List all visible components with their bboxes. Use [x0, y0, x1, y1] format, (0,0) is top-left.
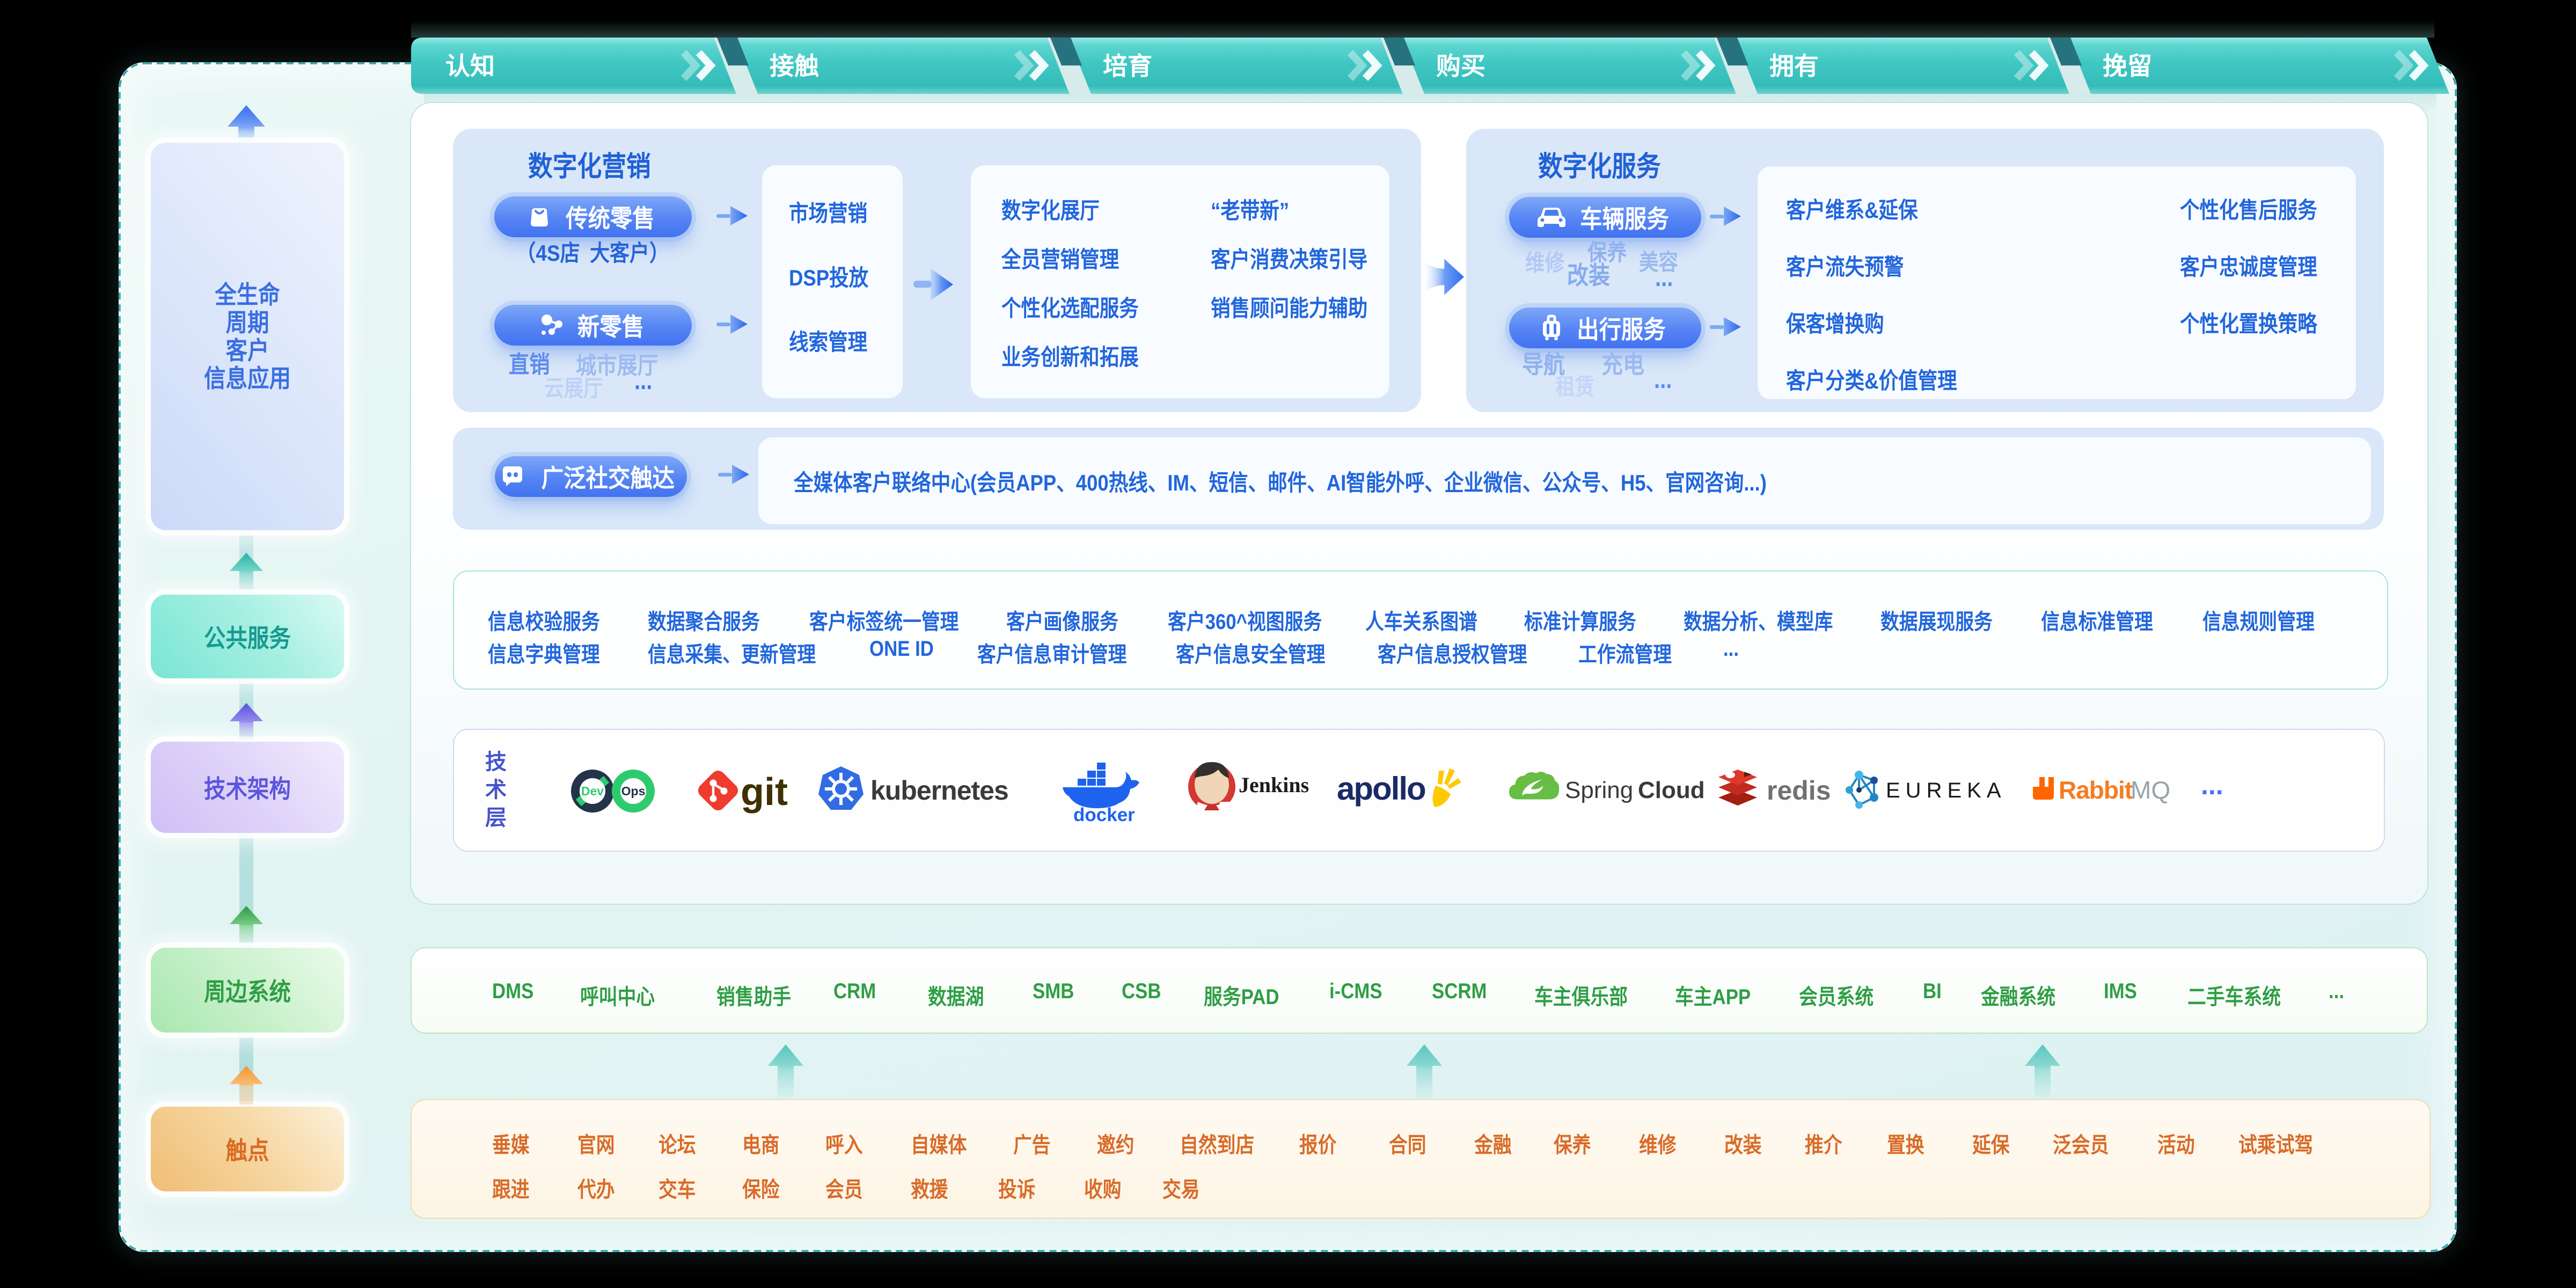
- svg-text:拥有: 拥有: [1769, 52, 1819, 80]
- svg-text:培育: 培育: [1103, 52, 1152, 80]
- svg-text:购买: 购买: [1436, 52, 1485, 80]
- svg-text:docker: docker: [1073, 804, 1135, 825]
- svg-text:Dev: Dev: [581, 784, 604, 798]
- svg-text:git: git: [741, 771, 788, 814]
- svg-text:kubernetes: kubernetes: [870, 775, 1008, 806]
- svg-text:Spring: Spring: [1565, 777, 1633, 803]
- svg-text:认知: 认知: [445, 52, 495, 80]
- svg-text:Ops: Ops: [621, 784, 646, 798]
- svg-text:接触: 接触: [770, 52, 819, 80]
- svg-text:MQ: MQ: [2131, 776, 2170, 804]
- svg-text:apollo: apollo: [1337, 771, 1425, 807]
- svg-text:EUREKA: EUREKA: [1886, 779, 2007, 802]
- svg-text:Jenkins: Jenkins: [1239, 773, 1309, 797]
- svg-text:Cloud: Cloud: [1638, 777, 1705, 803]
- svg-text:redis: redis: [1767, 775, 1831, 806]
- svg-text:Rabbit: Rabbit: [2059, 776, 2133, 804]
- svg-text:挽留: 挽留: [2103, 52, 2152, 80]
